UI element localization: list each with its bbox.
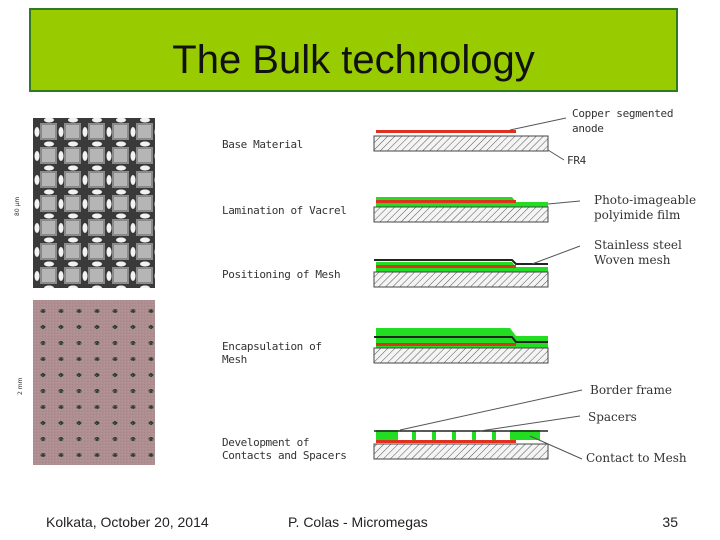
cross-section-development [373,430,549,460]
copper-anode [376,130,516,133]
step-development: Development of Contacts and Spacers [222,436,347,462]
callout-contact-mesh: Contact to Mesh [586,451,687,465]
step-positioning: Positioning of Mesh [222,268,341,281]
callout-fr4: FR4 [567,154,586,167]
mesh-scale-label: 80 µm [14,196,21,216]
title-banner: The Bulk technology [29,8,678,92]
woven-mesh-photo [33,118,155,288]
callout-stainless-mesh: Stainless steel Woven mesh [594,238,682,267]
pillars-photo [33,300,155,465]
cross-section-mesh [373,259,549,288]
callout-border-frame: Border frame [590,383,672,397]
step-encapsulation: Encapsulation of Mesh [222,340,322,366]
step-lamination: Lamination of Vacrel [222,204,347,217]
callout-photo-film: Photo-imageable polyimide film [594,193,697,222]
footer-author: P. Colas - Micromegas [288,514,428,530]
cross-section-lamination [373,197,549,223]
fr4-board [373,135,549,152]
slide-number: 35 [662,514,678,530]
callout-spacers: Spacers [588,410,637,424]
process-diagram [373,117,583,460]
leader-lines [399,117,583,460]
step-base-material: Base Material [222,138,303,151]
cross-section-encapsulation [373,328,549,364]
footer-location-date: Kolkata, October 20, 2014 [46,514,209,530]
cross-section-base [373,130,549,152]
pillars-scale-label: 2 mm [17,377,24,395]
callout-copper-anode: Copper segmented anode [572,107,674,135]
slide-title: The Bulk technology [172,38,535,82]
